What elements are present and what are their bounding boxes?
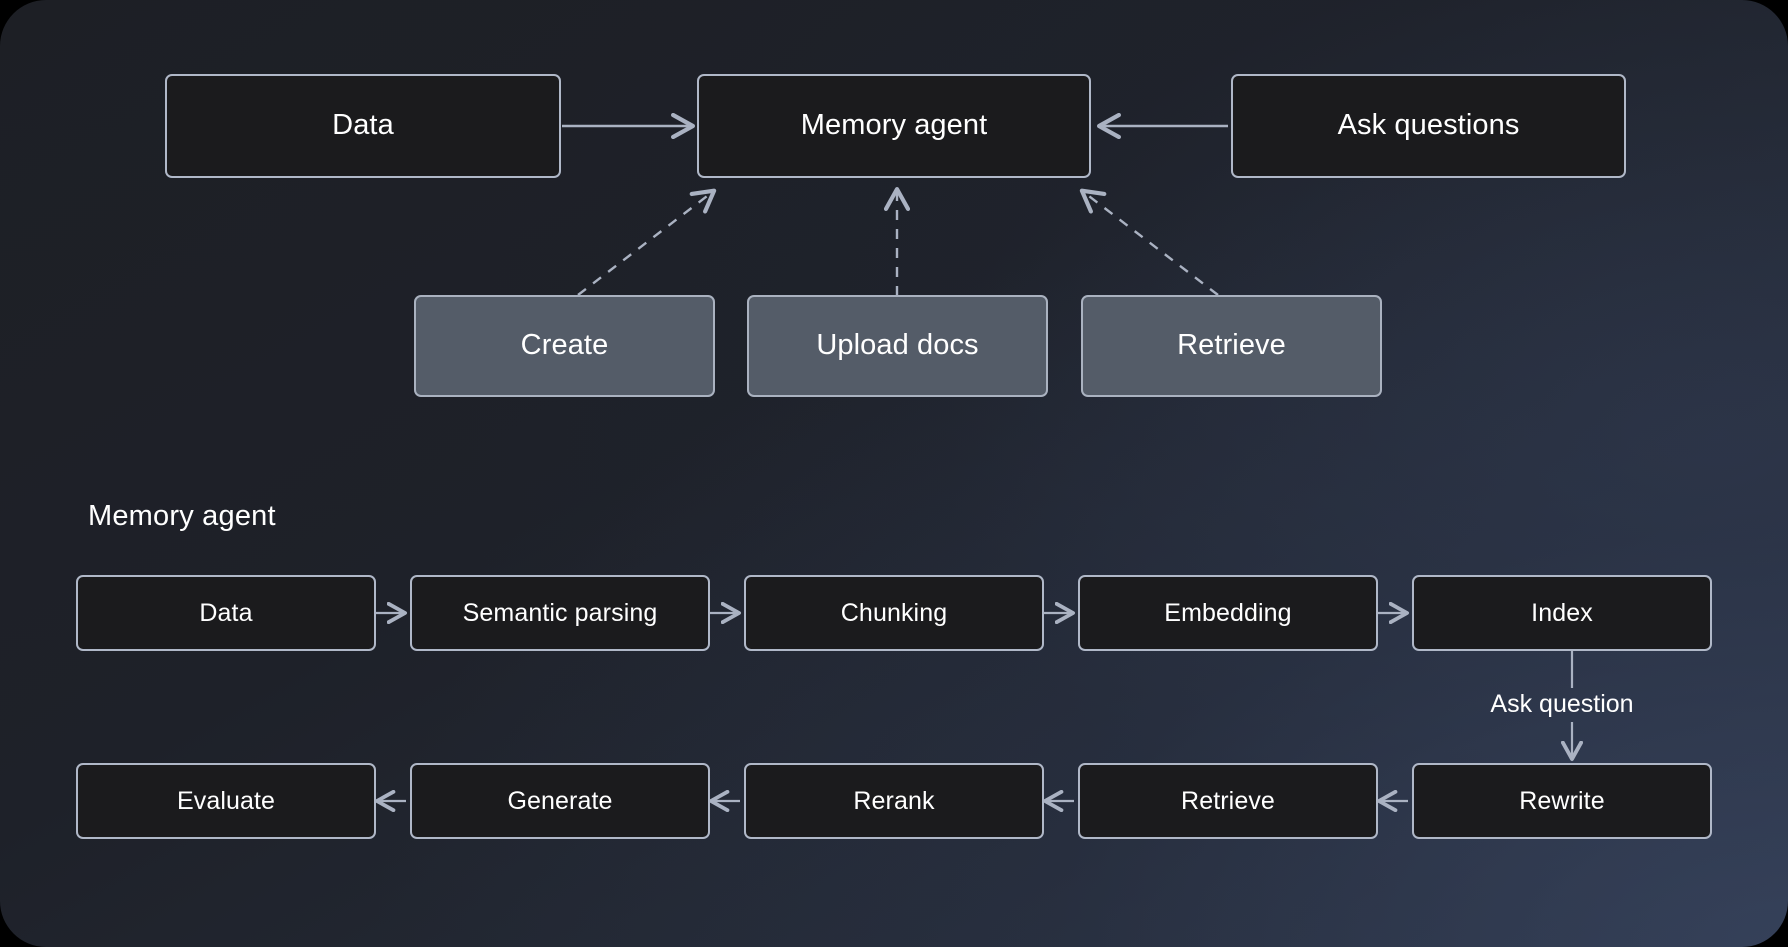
node-label: Upload docs: [816, 329, 979, 362]
node-data-overview[interactable]: Data: [165, 74, 561, 178]
node-label: Data: [199, 598, 253, 627]
node-label: Chunking: [840, 598, 948, 627]
pipeline-node-generate[interactable]: Generate: [410, 763, 710, 839]
pipeline-node-semantic-parsing[interactable]: Semantic parsing: [410, 575, 710, 651]
node-memory-agent-overview[interactable]: Memory agent: [697, 74, 1091, 178]
pipeline-section-title: Memory agent: [88, 500, 276, 532]
edge-retrieve-to-memory-agent: [1079, 188, 1219, 296]
node-label: Ask questions: [1337, 109, 1520, 142]
node-label: Retrieve: [1177, 329, 1286, 362]
pipeline-node-index[interactable]: Index: [1412, 575, 1712, 651]
node-label: Rewrite: [1519, 786, 1605, 815]
node-label: Generate: [507, 786, 613, 815]
node-ask-questions[interactable]: Ask questions: [1231, 74, 1626, 178]
edge-label-ask-question: Ask question: [1490, 690, 1634, 718]
node-create[interactable]: Create: [414, 295, 715, 397]
node-label: Embedding: [1164, 598, 1292, 627]
pipeline-node-embedding[interactable]: Embedding: [1078, 575, 1378, 651]
pipeline-node-data[interactable]: Data: [76, 575, 376, 651]
node-label: Retrieve: [1181, 786, 1275, 815]
node-label: Index: [1531, 598, 1593, 627]
pipeline-node-rerank[interactable]: Rerank: [744, 763, 1044, 839]
node-label: Rerank: [853, 786, 935, 815]
pipeline-node-rewrite[interactable]: Rewrite: [1412, 763, 1712, 839]
node-retrieve-overview[interactable]: Retrieve: [1081, 295, 1382, 397]
node-label: Semantic parsing: [462, 598, 658, 627]
node-label: Evaluate: [176, 786, 276, 815]
edge-create-to-memory-agent: [577, 188, 717, 296]
pipeline-node-chunking[interactable]: Chunking: [744, 575, 1044, 651]
pipeline-node-evaluate[interactable]: Evaluate: [76, 763, 376, 839]
node-label: Create: [520, 329, 609, 362]
node-upload-docs[interactable]: Upload docs: [747, 295, 1048, 397]
node-label: Data: [332, 109, 394, 142]
pipeline-node-retrieve[interactable]: Retrieve: [1078, 763, 1378, 839]
node-label: Memory agent: [800, 109, 988, 142]
